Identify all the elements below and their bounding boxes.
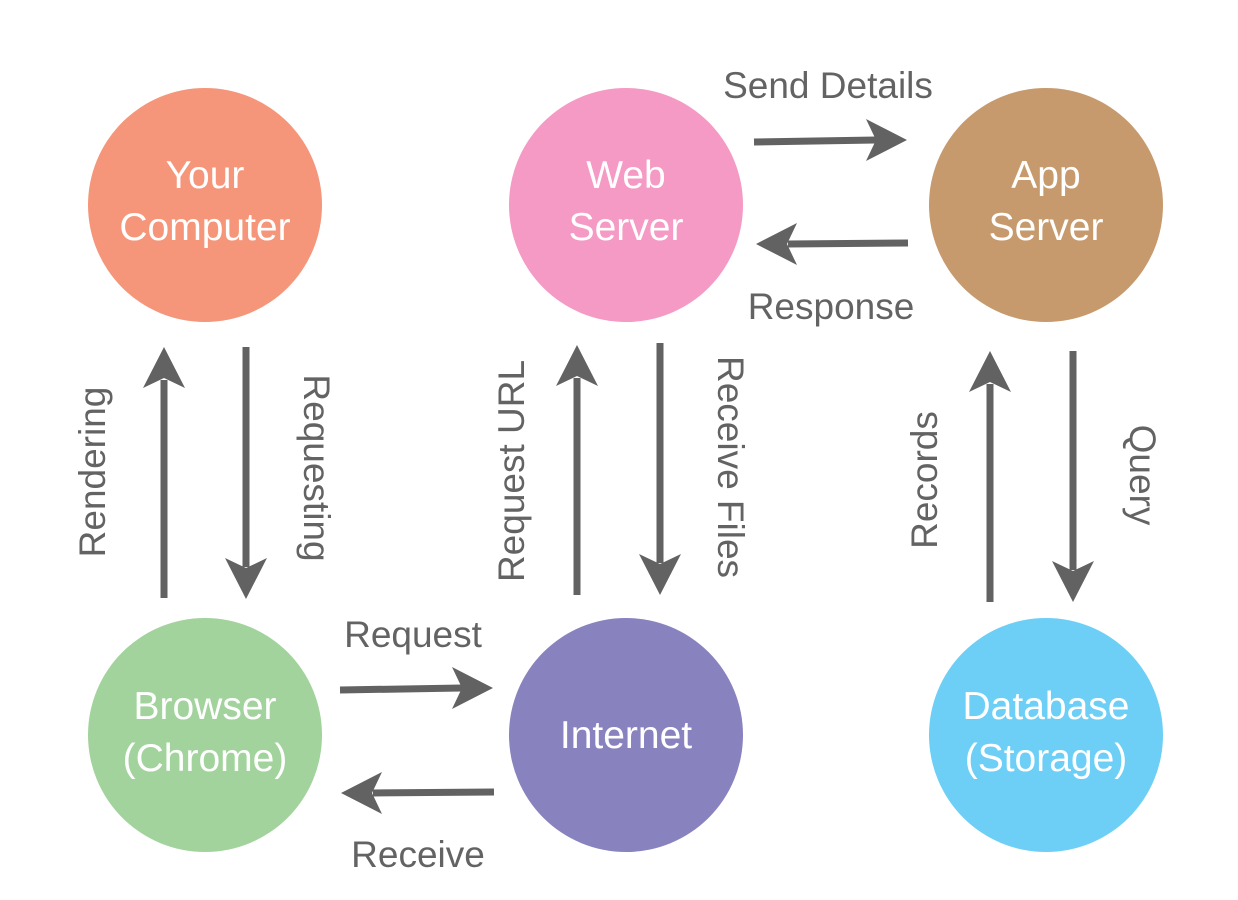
node-database-label-line-2: (Storage) bbox=[965, 737, 1128, 780]
arrow-rendering bbox=[143, 347, 185, 598]
node-your-computer: Your Computer bbox=[88, 88, 322, 322]
node-browser-label-line-1: Browser bbox=[133, 685, 276, 728]
node-browser-label-line-2: (Chrome) bbox=[123, 737, 288, 780]
arrow-response bbox=[756, 223, 909, 265]
arrow-request-url bbox=[556, 345, 598, 595]
node-app-server-label-line-2: Server bbox=[989, 206, 1104, 249]
edge-label-records: Records bbox=[904, 411, 945, 549]
node-internet-label-line-1: Internet bbox=[560, 714, 692, 757]
node-internet-circle bbox=[509, 618, 743, 852]
edge-label-receive: Receive bbox=[351, 834, 485, 875]
arrow-request bbox=[339, 667, 493, 709]
edge-label-send-details: Send Details bbox=[723, 65, 933, 106]
edge-label-rendering: Rendering bbox=[72, 387, 113, 558]
node-your-computer-circle bbox=[88, 88, 322, 322]
node-internet: Internet bbox=[509, 618, 743, 852]
edge-label-receive-files: Receive Files bbox=[710, 356, 751, 578]
node-your-computer-label-line-2: Computer bbox=[119, 206, 290, 249]
arrow-receive-files bbox=[639, 343, 681, 595]
node-database: Database (Storage) bbox=[929, 618, 1163, 852]
arrow-receive bbox=[341, 772, 495, 814]
node-browser-circle bbox=[88, 618, 322, 852]
edge-label-request-url: Request URL bbox=[491, 360, 532, 582]
node-app-server: App Server bbox=[929, 88, 1163, 322]
node-app-server-circle bbox=[929, 88, 1163, 322]
node-browser: Browser (Chrome) bbox=[88, 618, 322, 852]
arrow-send-details bbox=[753, 119, 907, 161]
edge-label-requesting: Requesting bbox=[296, 374, 337, 561]
node-web-server-label-line-1: Web bbox=[586, 154, 666, 197]
arrow-query bbox=[1052, 351, 1094, 602]
node-web-server-label-line-2: Server bbox=[569, 206, 684, 249]
edge-label-query: Query bbox=[1122, 425, 1163, 526]
edge-label-response: Response bbox=[748, 286, 915, 327]
node-app-server-label-line-1: App bbox=[1011, 154, 1080, 197]
node-database-circle bbox=[929, 618, 1163, 852]
arrow-requesting bbox=[225, 347, 267, 599]
node-your-computer-label-line-1: Your bbox=[166, 154, 245, 197]
node-web-server: Web Server bbox=[509, 88, 743, 322]
node-database-label-line-1: Database bbox=[963, 685, 1130, 728]
arrow-records bbox=[969, 351, 1011, 602]
node-web-server-circle bbox=[509, 88, 743, 322]
edge-label-request: Request bbox=[344, 614, 483, 655]
